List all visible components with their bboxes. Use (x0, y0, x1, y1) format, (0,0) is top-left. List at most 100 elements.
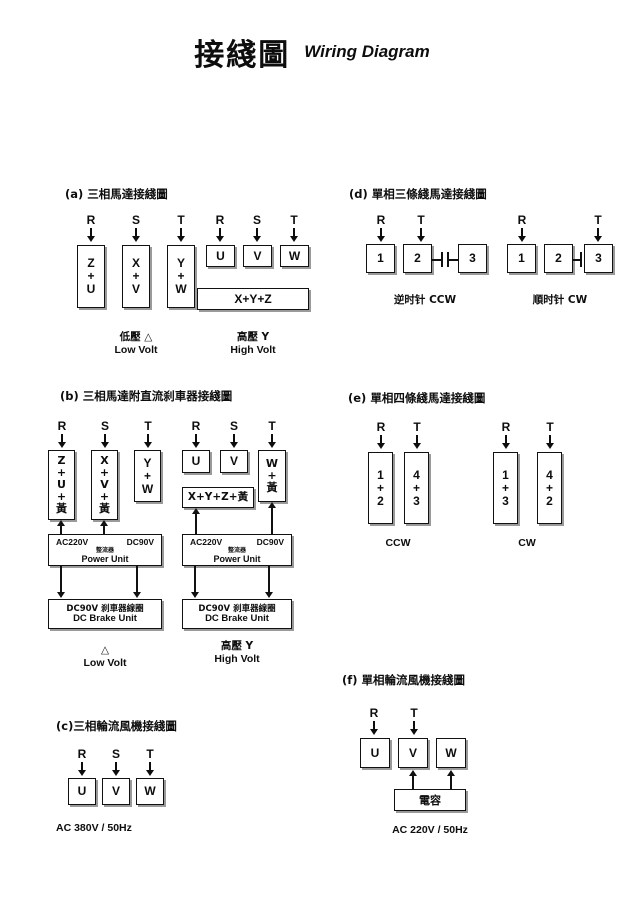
terminal-box-e-right-2: 4 + 2 (537, 452, 562, 524)
caption-d-ccw: 逆时针 CCW (393, 294, 457, 306)
phase-label-f-r: R (364, 707, 384, 735)
phase-label-a-left-s: S (126, 214, 146, 242)
terminal-box-b-left-3: Y + W (134, 450, 161, 502)
arrow-down-icon (512, 228, 532, 242)
arrow-down-icon (72, 762, 92, 776)
phase-label-d-left-r: R (371, 214, 391, 242)
terminal-box-a-right-w: W (280, 245, 309, 267)
phase-label-a-right-s: S (247, 214, 267, 242)
arrow-down-icon (588, 228, 608, 242)
section-b-title: (b) 三相馬達附直流刹車器接綫圖 (60, 389, 233, 403)
phase-label-b-left-s: S (95, 420, 115, 448)
terminal-box-d-right-2: 2 (544, 244, 573, 273)
caption-f-voltage: AC 220V / 50Hz (392, 824, 468, 836)
caption-a-high-volt: 高壓 Y High Volt (230, 331, 276, 356)
phase-label-c-r: R (72, 748, 92, 776)
phase-label-b-left-r: R (52, 420, 72, 448)
caption-e-ccw: CCW (385, 537, 411, 549)
arrow-down-icon (371, 228, 391, 242)
power-unit-box-b-left: AC220V DC90V 整流器 Power Unit (48, 534, 162, 566)
arrow-down-icon (52, 434, 72, 448)
phase-label-e-left-r: R (371, 421, 391, 449)
connector-line (103, 526, 105, 535)
phase-label-a-right-r: R (210, 214, 230, 242)
arrow-down-icon (106, 762, 126, 776)
phase-label-d-right-t: T (588, 214, 608, 242)
phase-label-d-left-t: T (411, 214, 431, 242)
phase-label-b-right-r: R (186, 420, 206, 448)
page-title: 接綫圖 Wiring Diagram (0, 30, 624, 74)
phase-label-a-right-t: T (284, 214, 304, 242)
phase-label-e-left-t: T (407, 421, 427, 449)
connector-line (271, 508, 273, 534)
brake-unit-box-b-left: DC90V 刹車器線圈 DC Brake Unit (48, 599, 162, 629)
connector-line (268, 566, 270, 594)
connector-line (60, 566, 62, 594)
arrow-up-icon (100, 520, 108, 526)
section-d-title: (d) 單相三條綫馬達接綫圖 (349, 187, 487, 201)
phase-label-c-s: S (106, 748, 126, 776)
arrow-down-icon (81, 228, 101, 242)
arrow-down-icon (404, 721, 424, 735)
capacitor-box-f: 電容 (394, 789, 466, 811)
page-title-en: Wiring Diagram (304, 42, 430, 61)
phase-label-f-t: T (404, 707, 424, 735)
arrow-down-icon (171, 228, 191, 242)
connector-line (450, 776, 452, 789)
terminal-box-a-left-1: Z + U (77, 245, 105, 308)
page-title-cjk: 接綫圖 (194, 38, 291, 73)
phase-label-b-right-s: S (224, 420, 244, 448)
terminal-box-d-left-1: 1 (366, 244, 395, 273)
phase-label-b-left-t: T (138, 420, 158, 448)
arrow-down-icon (191, 592, 199, 598)
caption-e-cw: CW (518, 537, 536, 549)
phase-label-a-left-r: R (81, 214, 101, 242)
terminal-box-a-left-2: X + V (122, 245, 150, 308)
terminal-box-d-left-2: 2 (403, 244, 432, 273)
caption-a-low-volt: 低壓 △ Low Volt (114, 331, 158, 356)
common-box-b-right: X+Y+Z+黃 (182, 487, 254, 508)
common-box-a-right: X+Y+Z (197, 288, 309, 310)
arrow-down-icon (364, 721, 384, 735)
arrow-up-icon (268, 502, 276, 508)
arrow-down-icon (247, 228, 267, 242)
terminal-box-e-left-2: 4 + 3 (404, 452, 429, 524)
terminal-box-d-right-3: 3 (584, 244, 613, 273)
connector-line (195, 514, 197, 534)
arrow-down-icon (496, 435, 516, 449)
arrow-up-icon (57, 520, 65, 526)
brake-unit-box-b-right: DC90V 刹車器線圈 DC Brake Unit (182, 599, 292, 629)
terminal-box-a-right-u: U (206, 245, 235, 267)
caption-b-low-volt: △ Low Volt (83, 644, 127, 669)
arrow-down-icon (133, 592, 141, 598)
terminal-box-c-w: W (136, 778, 164, 805)
phase-label-c-t: T (140, 748, 160, 776)
terminal-box-a-right-v: V (243, 245, 272, 267)
terminal-box-c-v: V (102, 778, 130, 805)
arrow-down-icon (371, 435, 391, 449)
power-unit-box-b-right: AC220V DC90V 整流器 Power Unit (182, 534, 292, 566)
arrow-up-icon (192, 508, 200, 514)
phase-label-d-right-r: R (512, 214, 532, 242)
terminal-box-d-right-1: 1 (507, 244, 536, 273)
connector-line (136, 566, 138, 594)
arrow-down-icon (140, 762, 160, 776)
arrow-down-icon (284, 228, 304, 242)
arrow-down-icon (138, 434, 158, 448)
terminal-box-e-left-1: 1 + 2 (368, 452, 393, 524)
arrow-down-icon (224, 434, 244, 448)
caption-d-cw: 順时针 CW (532, 294, 588, 306)
arrow-up-icon (409, 770, 417, 776)
arrow-down-icon (95, 434, 115, 448)
phase-label-b-right-t: T (262, 420, 282, 448)
arrow-up-icon (447, 770, 455, 776)
phase-label-a-left-t: T (171, 214, 191, 242)
phase-label-e-right-r: R (496, 421, 516, 449)
terminal-box-a-left-3: Y + W (167, 245, 195, 308)
section-a-title: (a) 三相馬達接綫圖 (65, 187, 168, 201)
terminal-box-f-w: W (436, 738, 466, 768)
terminal-box-b-left-1: Z + U + 黃 (48, 450, 75, 520)
terminal-box-b-right-v: V (220, 450, 248, 473)
section-f-title: (f) 單相輪流風機接綫圖 (342, 673, 466, 687)
caption-c-voltage: AC 380V / 50Hz (56, 822, 132, 834)
